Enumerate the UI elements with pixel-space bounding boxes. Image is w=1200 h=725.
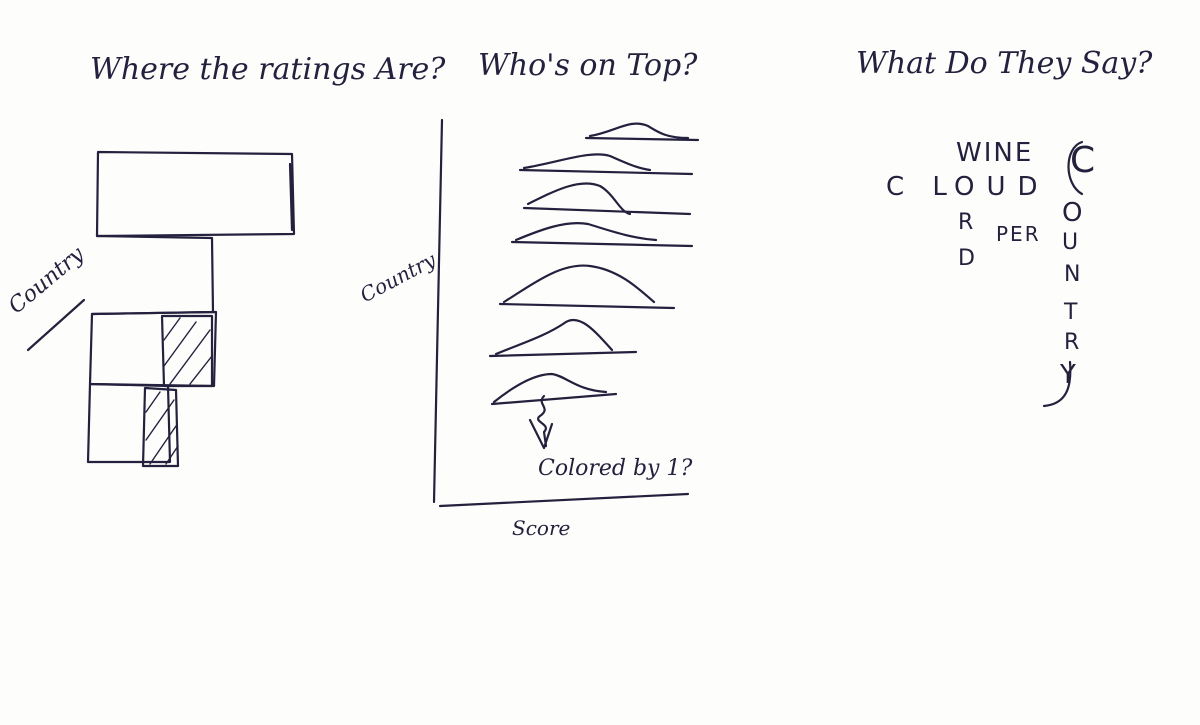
bar-4-hatching	[145, 391, 179, 465]
x-axis-line	[438, 492, 690, 508]
word-oud: OUD	[954, 172, 1050, 202]
bar-2	[90, 234, 215, 316]
y-axis-line	[432, 118, 444, 504]
word-cl: C L	[886, 172, 957, 202]
ridge-6-baseline	[488, 350, 638, 358]
bar-3-hatched-segment	[160, 314, 214, 388]
country-letter: C	[1070, 140, 1098, 181]
middle-x-label: Score	[512, 516, 571, 540]
left-bar-chart	[26, 150, 296, 468]
left-axis-underline	[26, 298, 86, 352]
color-note: Colored by 1?	[538, 456, 693, 481]
middle-panel-title: Who's on Top?	[478, 48, 698, 83]
word-per: PER	[996, 222, 1041, 246]
country-letter: U	[1062, 230, 1081, 255]
country-bracket-bottom	[1042, 360, 1072, 408]
ridge-3-baseline	[522, 206, 692, 216]
ridge-4-curve	[514, 222, 658, 242]
ridge-5-baseline	[498, 302, 676, 310]
bar-4-hatched-segment	[141, 386, 180, 468]
country-letter: N	[1064, 262, 1083, 287]
country-letter: Y	[1060, 360, 1078, 390]
bar-3	[88, 310, 218, 388]
country-bracket-top	[1067, 140, 1084, 196]
country-letter: O	[1062, 198, 1085, 228]
left-panel-title: Where the ratings Are?	[90, 52, 446, 87]
ridge-6-curve	[494, 318, 614, 356]
ridge-1-baseline	[584, 136, 700, 142]
country-letter: T	[1064, 300, 1080, 325]
ridge-1-curve	[588, 122, 690, 140]
ridge-7-curve	[492, 372, 608, 404]
ridge-5-curve	[502, 264, 656, 304]
bar-3-hatching	[163, 317, 213, 385]
country-letter: R	[1064, 330, 1082, 355]
letter-d: D	[958, 246, 977, 271]
right-word-cloud-strokes	[1042, 140, 1084, 408]
middle-ridgeline-chart	[432, 118, 700, 508]
right-panel-title: What Do They Say?	[856, 46, 1153, 81]
word-wine: WINE	[956, 138, 1034, 168]
annotation-arrow	[528, 418, 554, 450]
color-annotation-squiggle	[537, 394, 548, 448]
ridge-7-baseline	[490, 392, 618, 406]
bar-4	[86, 382, 172, 464]
letter-r: R	[958, 210, 976, 235]
ridge-2-baseline	[518, 168, 694, 176]
ridge-4-baseline	[510, 240, 694, 248]
ridge-3-curve	[526, 182, 632, 216]
bar-1	[95, 150, 296, 238]
ridge-2-curve	[522, 153, 652, 172]
